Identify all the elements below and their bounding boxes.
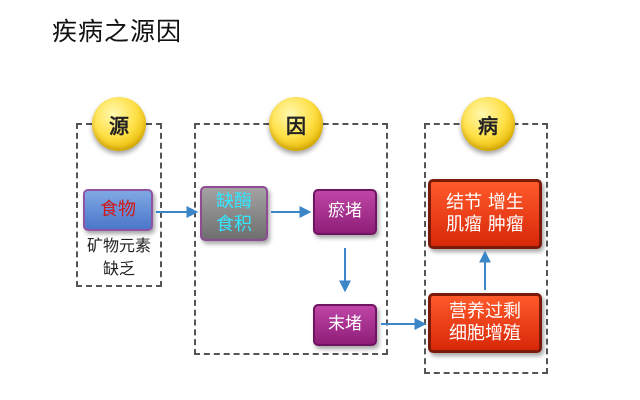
- disease-badge: 病: [461, 97, 515, 151]
- growth-line2: 肌瘤 肿瘤: [446, 214, 524, 235]
- stasis-label: 瘀堵: [328, 201, 362, 222]
- mineral-deficiency-note: 矿物元素 缺乏: [76, 234, 162, 280]
- mineral-note-line2: 缺乏: [102, 259, 135, 279]
- enzyme-deficiency-box: 缺酶 食积: [200, 186, 268, 241]
- end-block-box: 末堵: [313, 304, 377, 346]
- enzyme-line2: 食积: [216, 213, 252, 235]
- surplus-box: 营养过剩 细胞增殖: [428, 293, 542, 353]
- growth-box: 结节 增生 肌瘤 肿瘤: [428, 179, 542, 249]
- end-block-label: 末堵: [328, 314, 362, 335]
- page-title: 疾病之源因: [52, 17, 183, 46]
- surplus-line1: 营养过剩: [449, 300, 521, 322]
- surplus-line2: 细胞增殖: [449, 323, 521, 344]
- enzyme-line1: 缺酶: [216, 191, 252, 212]
- source-badge: 源: [92, 97, 146, 151]
- stasis-box: 瘀堵: [313, 189, 377, 235]
- food-box: 食物: [83, 189, 153, 231]
- growth-line1: 结节 增生: [446, 191, 524, 213]
- cause-badge: 因: [269, 97, 323, 151]
- mineral-note-line1: 矿物元素: [86, 236, 151, 255]
- food-label: 食物: [100, 198, 136, 220]
